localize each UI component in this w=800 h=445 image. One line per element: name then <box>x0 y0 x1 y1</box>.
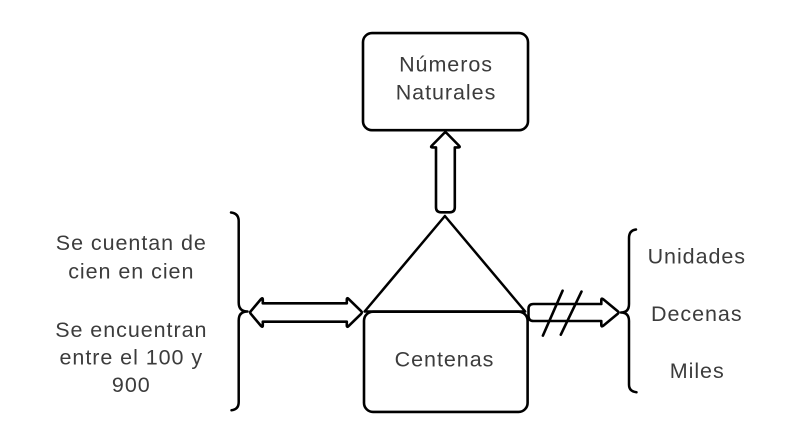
svg-text:Números: Números <box>399 53 493 77</box>
svg-text:entre el 100 y: entre el 100 y <box>60 345 204 369</box>
svg-text:Se encuentran: Se encuentran <box>55 318 207 342</box>
svg-text:cien en cien: cien en cien <box>68 260 194 284</box>
svg-text:Unidades: Unidades <box>648 245 746 269</box>
svg-text:Miles: Miles <box>670 359 725 383</box>
svg-text:Se cuentan de: Se cuentan de <box>56 231 207 255</box>
svg-text:Naturales: Naturales <box>396 81 497 105</box>
svg-text:900: 900 <box>112 373 151 397</box>
svg-text:Decenas: Decenas <box>651 302 743 326</box>
svg-text:Centenas: Centenas <box>395 348 495 372</box>
